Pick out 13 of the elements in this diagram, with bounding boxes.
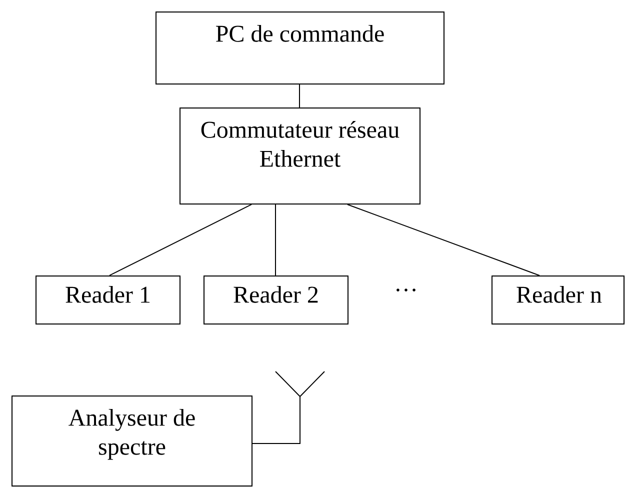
- antenna-cable: [252, 396, 300, 444]
- box: Reader 1: [36, 275, 180, 324]
- box: Analyseur de spectre: [12, 395, 252, 486]
- antenna-symbol: [275, 370, 325, 398]
- box: PC de commande: [156, 12, 444, 84]
- box: Reader n: [492, 275, 624, 324]
- connector-line: [275, 204, 276, 276]
- connector-line: [347, 204, 540, 276]
- box: Reader 2: [204, 275, 348, 324]
- connector-line: [109, 204, 252, 276]
- connector-line: [299, 84, 300, 108]
- box: Commutateur réseau Ethernet: [180, 108, 420, 204]
- ellipsis: …: [396, 288, 416, 292]
